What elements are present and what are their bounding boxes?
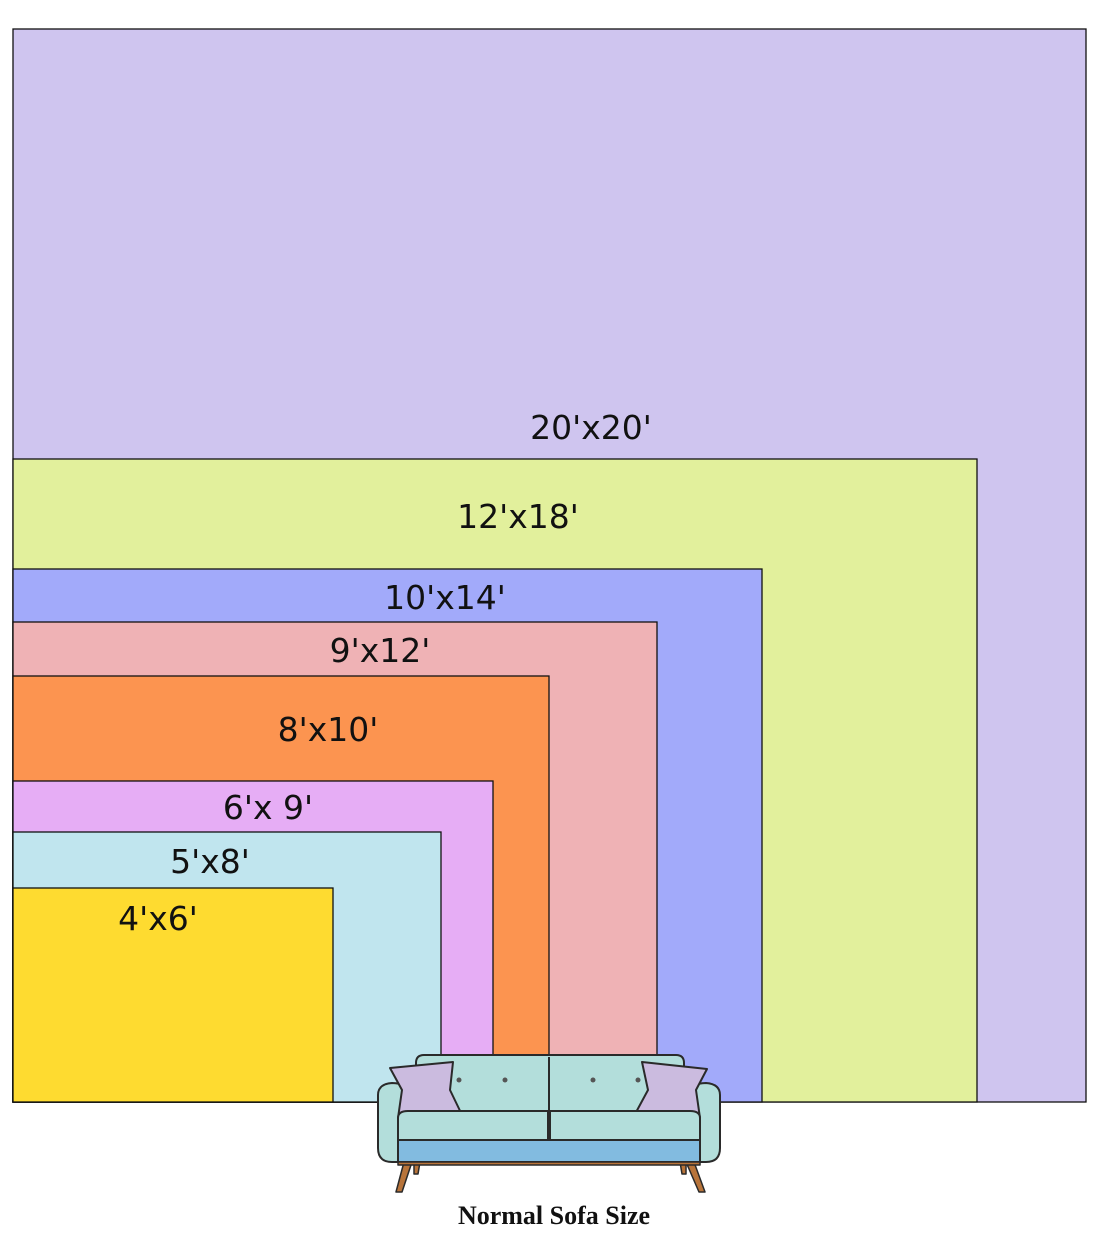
sofa-buttons (456, 1077, 641, 1083)
rug-label-3: 9'x12' (330, 631, 431, 670)
rug-label-1: 12'x18' (457, 497, 579, 536)
rug-label-7: 4'x6' (118, 899, 198, 938)
rug-label-2: 10'x14' (384, 578, 506, 617)
sofa-legs (395, 1161, 706, 1193)
sofa-base (397, 1139, 701, 1163)
sofa-icon (377, 1054, 721, 1193)
rug-label-4: 8'x10' (278, 710, 379, 749)
rug-label-0: 20'x20' (530, 408, 652, 447)
rug-label-6: 5'x8' (170, 842, 250, 881)
sofa-caption: Normal Sofa Size (458, 1201, 650, 1230)
rug-rect-7 (12, 887, 334, 1103)
seat-cushion-left (397, 1110, 549, 1141)
seat-cushion-right (549, 1110, 701, 1141)
rug-label-5: 6'x 9' (223, 788, 313, 827)
